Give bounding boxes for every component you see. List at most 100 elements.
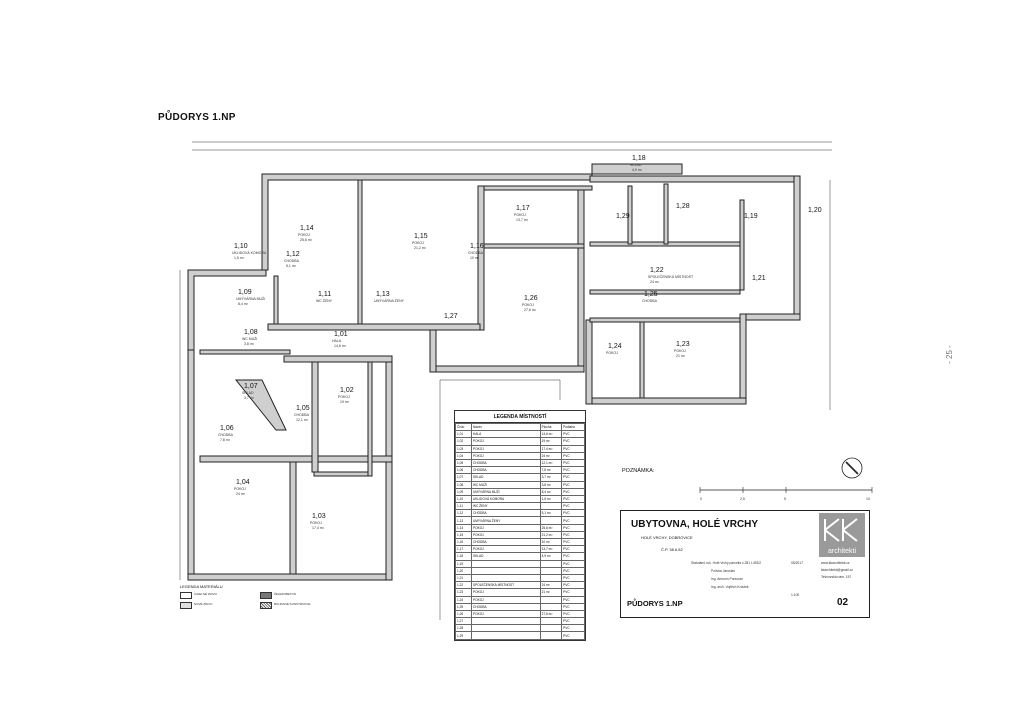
legend-cell: 1,12 bbox=[455, 509, 472, 518]
legend-cell: POKOJ bbox=[470, 437, 541, 446]
room-number: 1,29 bbox=[616, 213, 630, 220]
legend-cell: SKLAD bbox=[470, 473, 541, 482]
room-area: 24 m² bbox=[236, 492, 246, 496]
legend-cell bbox=[470, 617, 541, 626]
kk-logo-icon bbox=[824, 518, 858, 542]
legend-cell: PVC bbox=[561, 624, 585, 633]
legend-cell: PVC bbox=[561, 516, 585, 525]
legend-cell: 3,8 m² bbox=[539, 480, 563, 489]
project-location: HOLÉ VRCHY, DOBROVICE bbox=[641, 535, 693, 540]
room-area: 24 m² bbox=[650, 280, 660, 284]
room-name: POKOJ bbox=[606, 351, 618, 355]
room-area: 12,1 m² bbox=[296, 418, 309, 422]
legend-cell: 1,09 bbox=[455, 487, 472, 496]
legend-cell: 1,14 bbox=[455, 523, 472, 532]
legend-cell: 1,20 bbox=[455, 566, 472, 575]
legend-column-header: Název bbox=[470, 422, 541, 432]
room-area: 10 m² bbox=[470, 256, 480, 260]
room-name: POKOJ bbox=[522, 303, 534, 307]
drawing-number: 02 bbox=[837, 597, 849, 608]
legend-cell: 1,15 bbox=[455, 530, 472, 540]
room-area: 4,9 m² bbox=[632, 168, 643, 172]
legend-cell: PVC bbox=[561, 530, 585, 540]
legend-cell: 19 m² bbox=[539, 437, 563, 446]
legend-cell: 1,03 bbox=[455, 444, 472, 453]
room-number: 1,13 bbox=[376, 291, 390, 298]
room-name: CHODBA bbox=[218, 433, 234, 437]
room-number: 1,10 bbox=[234, 243, 248, 250]
legend-cell: 1,22 bbox=[455, 581, 472, 590]
legend-cell: 1,02 bbox=[455, 437, 472, 446]
legend-cell: 1,24 bbox=[455, 595, 472, 604]
legend-cell: 21 m² bbox=[539, 588, 563, 597]
legend-cell: 1,06 bbox=[455, 466, 472, 475]
legend-cell: PVC bbox=[561, 631, 585, 640]
legend-cell: 1,26 bbox=[455, 609, 472, 619]
legend-cell bbox=[539, 502, 563, 511]
room-area: 3,7 m² bbox=[244, 396, 255, 400]
room-number: 1,05 bbox=[296, 405, 310, 412]
room-number: 1,09 bbox=[238, 289, 252, 296]
legend-cell: 1,17 bbox=[455, 545, 472, 554]
legend-cell: WC ŽENY bbox=[470, 502, 541, 511]
legend-cell: 1,27 bbox=[455, 617, 472, 626]
drawing-title: PŮDORYS 1.NP bbox=[627, 599, 683, 608]
room-name: UMÝVÁRNA ŽENY bbox=[374, 298, 405, 303]
swatch-concrete bbox=[260, 592, 272, 599]
north-arrow-icon bbox=[841, 457, 863, 479]
room-number: 1,22 bbox=[650, 267, 664, 274]
legend-cell: 1,28 bbox=[455, 624, 472, 633]
room-area: 13,7 m² bbox=[516, 218, 529, 222]
legend-cell: 13,7 m² bbox=[539, 545, 563, 554]
legend-cell: 1,16 bbox=[455, 537, 472, 547]
tb-row-2: Ing. Antonín Porkoran bbox=[711, 577, 743, 581]
legend-cell: PVC bbox=[561, 451, 585, 460]
room-number: 1,18 bbox=[632, 155, 646, 162]
legend-cell: PVC bbox=[561, 588, 585, 597]
room-number: 1,23 bbox=[676, 341, 690, 348]
room-number: 1,02 bbox=[340, 387, 354, 394]
room-number: 1,04 bbox=[236, 479, 250, 486]
room-number: 1,08 bbox=[244, 329, 258, 336]
title-block: UBYTOVNA, HOLÉ VRCHY HOLÉ VRCHY, DOBROVI… bbox=[620, 510, 870, 618]
legend-cell: POKOJ bbox=[470, 444, 541, 453]
scale-tick-0: 0 bbox=[700, 497, 702, 501]
legend-cell: PVC bbox=[561, 609, 585, 619]
legend-cell: 1,05 bbox=[455, 458, 472, 468]
legend-cell bbox=[539, 617, 563, 626]
tb-row-0: Statutární ruš. Holé Vrchy parcella č.28… bbox=[691, 561, 762, 565]
tb-row-6: Tešnovská nám. 157 bbox=[821, 575, 852, 579]
room-number: 1,07 bbox=[244, 383, 258, 390]
material-0: CIHELNÉ ZDIVO bbox=[194, 592, 218, 596]
tb-scale: 1:100 bbox=[791, 593, 800, 597]
note-label: POZNÁMKA: bbox=[622, 468, 655, 474]
legend-cell: CHODBA bbox=[470, 458, 541, 468]
material-3: BOURANÉ KONSTRUKCE bbox=[274, 602, 311, 606]
legend-cell: 1,01 bbox=[455, 430, 472, 439]
room-area: 21,2 m² bbox=[414, 246, 427, 250]
legend-cell: 21,2 m² bbox=[539, 530, 563, 540]
room-number: 1,28 bbox=[676, 203, 690, 210]
legend-cell: HALA bbox=[470, 430, 541, 439]
legend-cell: 14,6 m² bbox=[539, 430, 563, 439]
room-number: 1,26 bbox=[524, 295, 538, 302]
room-area: 17,4 m² bbox=[312, 526, 325, 530]
legend-cell: PVC bbox=[561, 502, 585, 511]
legend-cell: SKLAD bbox=[470, 552, 541, 561]
legend-cell: PVC bbox=[561, 566, 585, 575]
tb-date: 05/2017 bbox=[791, 561, 803, 565]
room-name: POKOJ bbox=[310, 521, 322, 525]
